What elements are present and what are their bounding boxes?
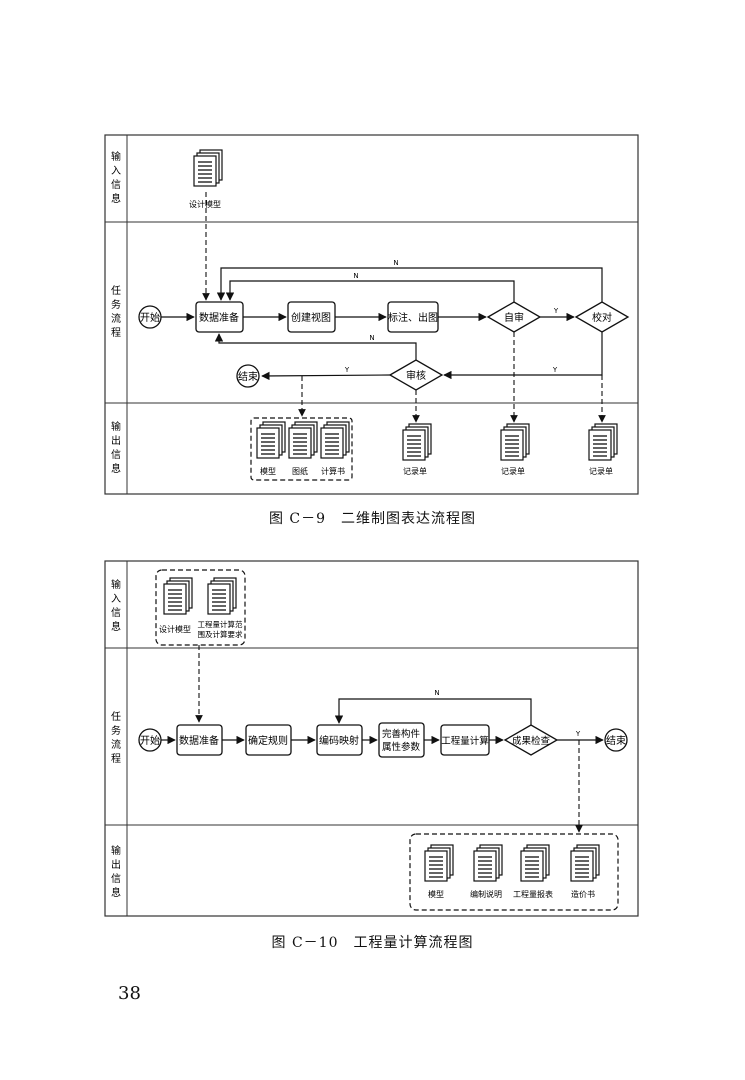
- fig1-label-y1: Y: [553, 307, 559, 315]
- fig2-node-attr-label-1: 完善构件: [382, 728, 421, 740]
- fig1-start-label: 开始: [140, 311, 160, 324]
- fig2-input-group: [155, 569, 246, 646]
- fig2-node-calc-label: 工程量计算: [441, 735, 489, 747]
- fig2-doc-design-model-label: 设计模型: [159, 624, 191, 634]
- fig1-node-prep-label: 数据准备: [199, 311, 239, 324]
- fig1-label-y3: Y: [344, 366, 350, 374]
- fig2-label-n: N: [434, 689, 439, 697]
- fig1-doc-calc-icon: [320, 421, 350, 459]
- fig1-doc-record2-icon: [500, 423, 530, 461]
- fig1-doc-model-icon: [256, 421, 286, 459]
- fig2-node-coding-label: 编码映射: [319, 734, 359, 747]
- fig1-end-node: [236, 364, 260, 388]
- figure-2: 输入信息 任务流程 输出信息 设计模型 工程量计算范 围及计算要求 开始 数据准…: [104, 560, 639, 917]
- fig2-doc-cost-icon: [570, 844, 600, 882]
- fig2-doc-notes-label: 编制说明: [470, 889, 502, 899]
- fig1-doc-drawings-label: 图纸: [292, 466, 308, 476]
- fig1-doc-design-model-label: 设计模型: [189, 199, 221, 209]
- fig2-doc-scope-label-1: 工程量计算范: [198, 619, 243, 629]
- fig2-start-label: 开始: [140, 734, 160, 747]
- fig2-doc-scope-icon: [207, 577, 237, 615]
- fig2-doc-design-model-icon: [163, 577, 193, 615]
- fig1-loop-self-n: [225, 280, 515, 302]
- fig2-label-y: Y: [575, 730, 581, 738]
- figure-1-caption: 图 C－9 二维制图表达流程图: [268, 511, 477, 527]
- fig2-doc-report-icon: [520, 844, 550, 882]
- fig1-node-audit: [388, 359, 444, 391]
- fig1-label-n3: N: [369, 334, 374, 342]
- fig1-end-label: 结束: [238, 370, 258, 383]
- fig1-loop-audit-n: [214, 333, 417, 360]
- fig1-lane-input: 输入信息: [111, 150, 121, 205]
- fig1-label-n2: N: [353, 272, 358, 280]
- fig2-doc-cost-label: 造价书: [571, 889, 595, 899]
- fig1-doc-design-model-icon: [193, 149, 223, 187]
- fig1-node-create-view-label: 创建视图: [291, 311, 331, 324]
- fig2-lane-input: 输入信息: [111, 578, 121, 633]
- fig1-doc-drawings-icon: [288, 421, 318, 459]
- fig1-label-y2: Y: [552, 366, 558, 374]
- fig1-node-audit-label: 审核: [406, 369, 426, 382]
- fig2-end-label: 结束: [606, 734, 626, 747]
- fig2-end-node: [604, 728, 628, 752]
- fig1-doc-model-label: 模型: [260, 466, 276, 476]
- fig1-node-annotate-label: 标注、出图: [388, 311, 438, 324]
- fig1-doc-record2-label: 记录单: [501, 466, 525, 476]
- fig1-label-n1: N: [393, 259, 398, 267]
- fig1-doc-calc-label: 计算书: [321, 466, 345, 476]
- fig1-lane-output: 输出信息: [111, 420, 121, 475]
- fig2-node-prep-label: 数据准备: [179, 734, 219, 747]
- fig1-node-proofread-label: 校对: [592, 311, 612, 324]
- figure-1: 输入信息 任务流程 输出信息 设计模型 开始 数据准备 创建视图 标注、出图 自…: [104, 134, 639, 495]
- fig1-doc-record3-label: 记录单: [589, 466, 613, 476]
- fig1-doc-record1-icon: [402, 423, 432, 461]
- fig2-doc-scope-label-2: 围及计算要求: [198, 629, 243, 639]
- fig1-loop-proof-n: [216, 267, 603, 302]
- fig1-doc-record1-label: 记录单: [403, 466, 427, 476]
- fig2-doc-notes-icon: [473, 844, 503, 882]
- fig2-node-check-label: 成果检查: [512, 735, 551, 747]
- fig1-arrow-audit-end: [261, 371, 391, 381]
- fig2-lane-output: 输出信息: [111, 844, 121, 899]
- fig2-lane-task: 任务流程: [111, 710, 121, 765]
- figure-2-caption: 图 C－10 工程量计算流程图: [271, 935, 474, 951]
- fig1-node-proofread: [574, 301, 630, 333]
- fig1-node-self-review-label: 自审: [504, 311, 524, 324]
- fig2-doc-model-label: 模型: [428, 889, 444, 899]
- page-number: 38: [118, 983, 141, 1004]
- fig2-doc-model-icon: [424, 844, 454, 882]
- fig2-doc-report-label: 工程量报表: [513, 889, 553, 899]
- fig2-node-attr-label-2: 属性参数: [382, 741, 421, 753]
- fig2-output-group: [409, 833, 619, 911]
- fig1-doc-record3-icon: [588, 423, 618, 461]
- fig1-lane-task: 任务流程: [111, 284, 121, 339]
- fig2-node-rules-label: 确定规则: [248, 734, 288, 747]
- fig2-loop-check-n: [334, 698, 532, 725]
